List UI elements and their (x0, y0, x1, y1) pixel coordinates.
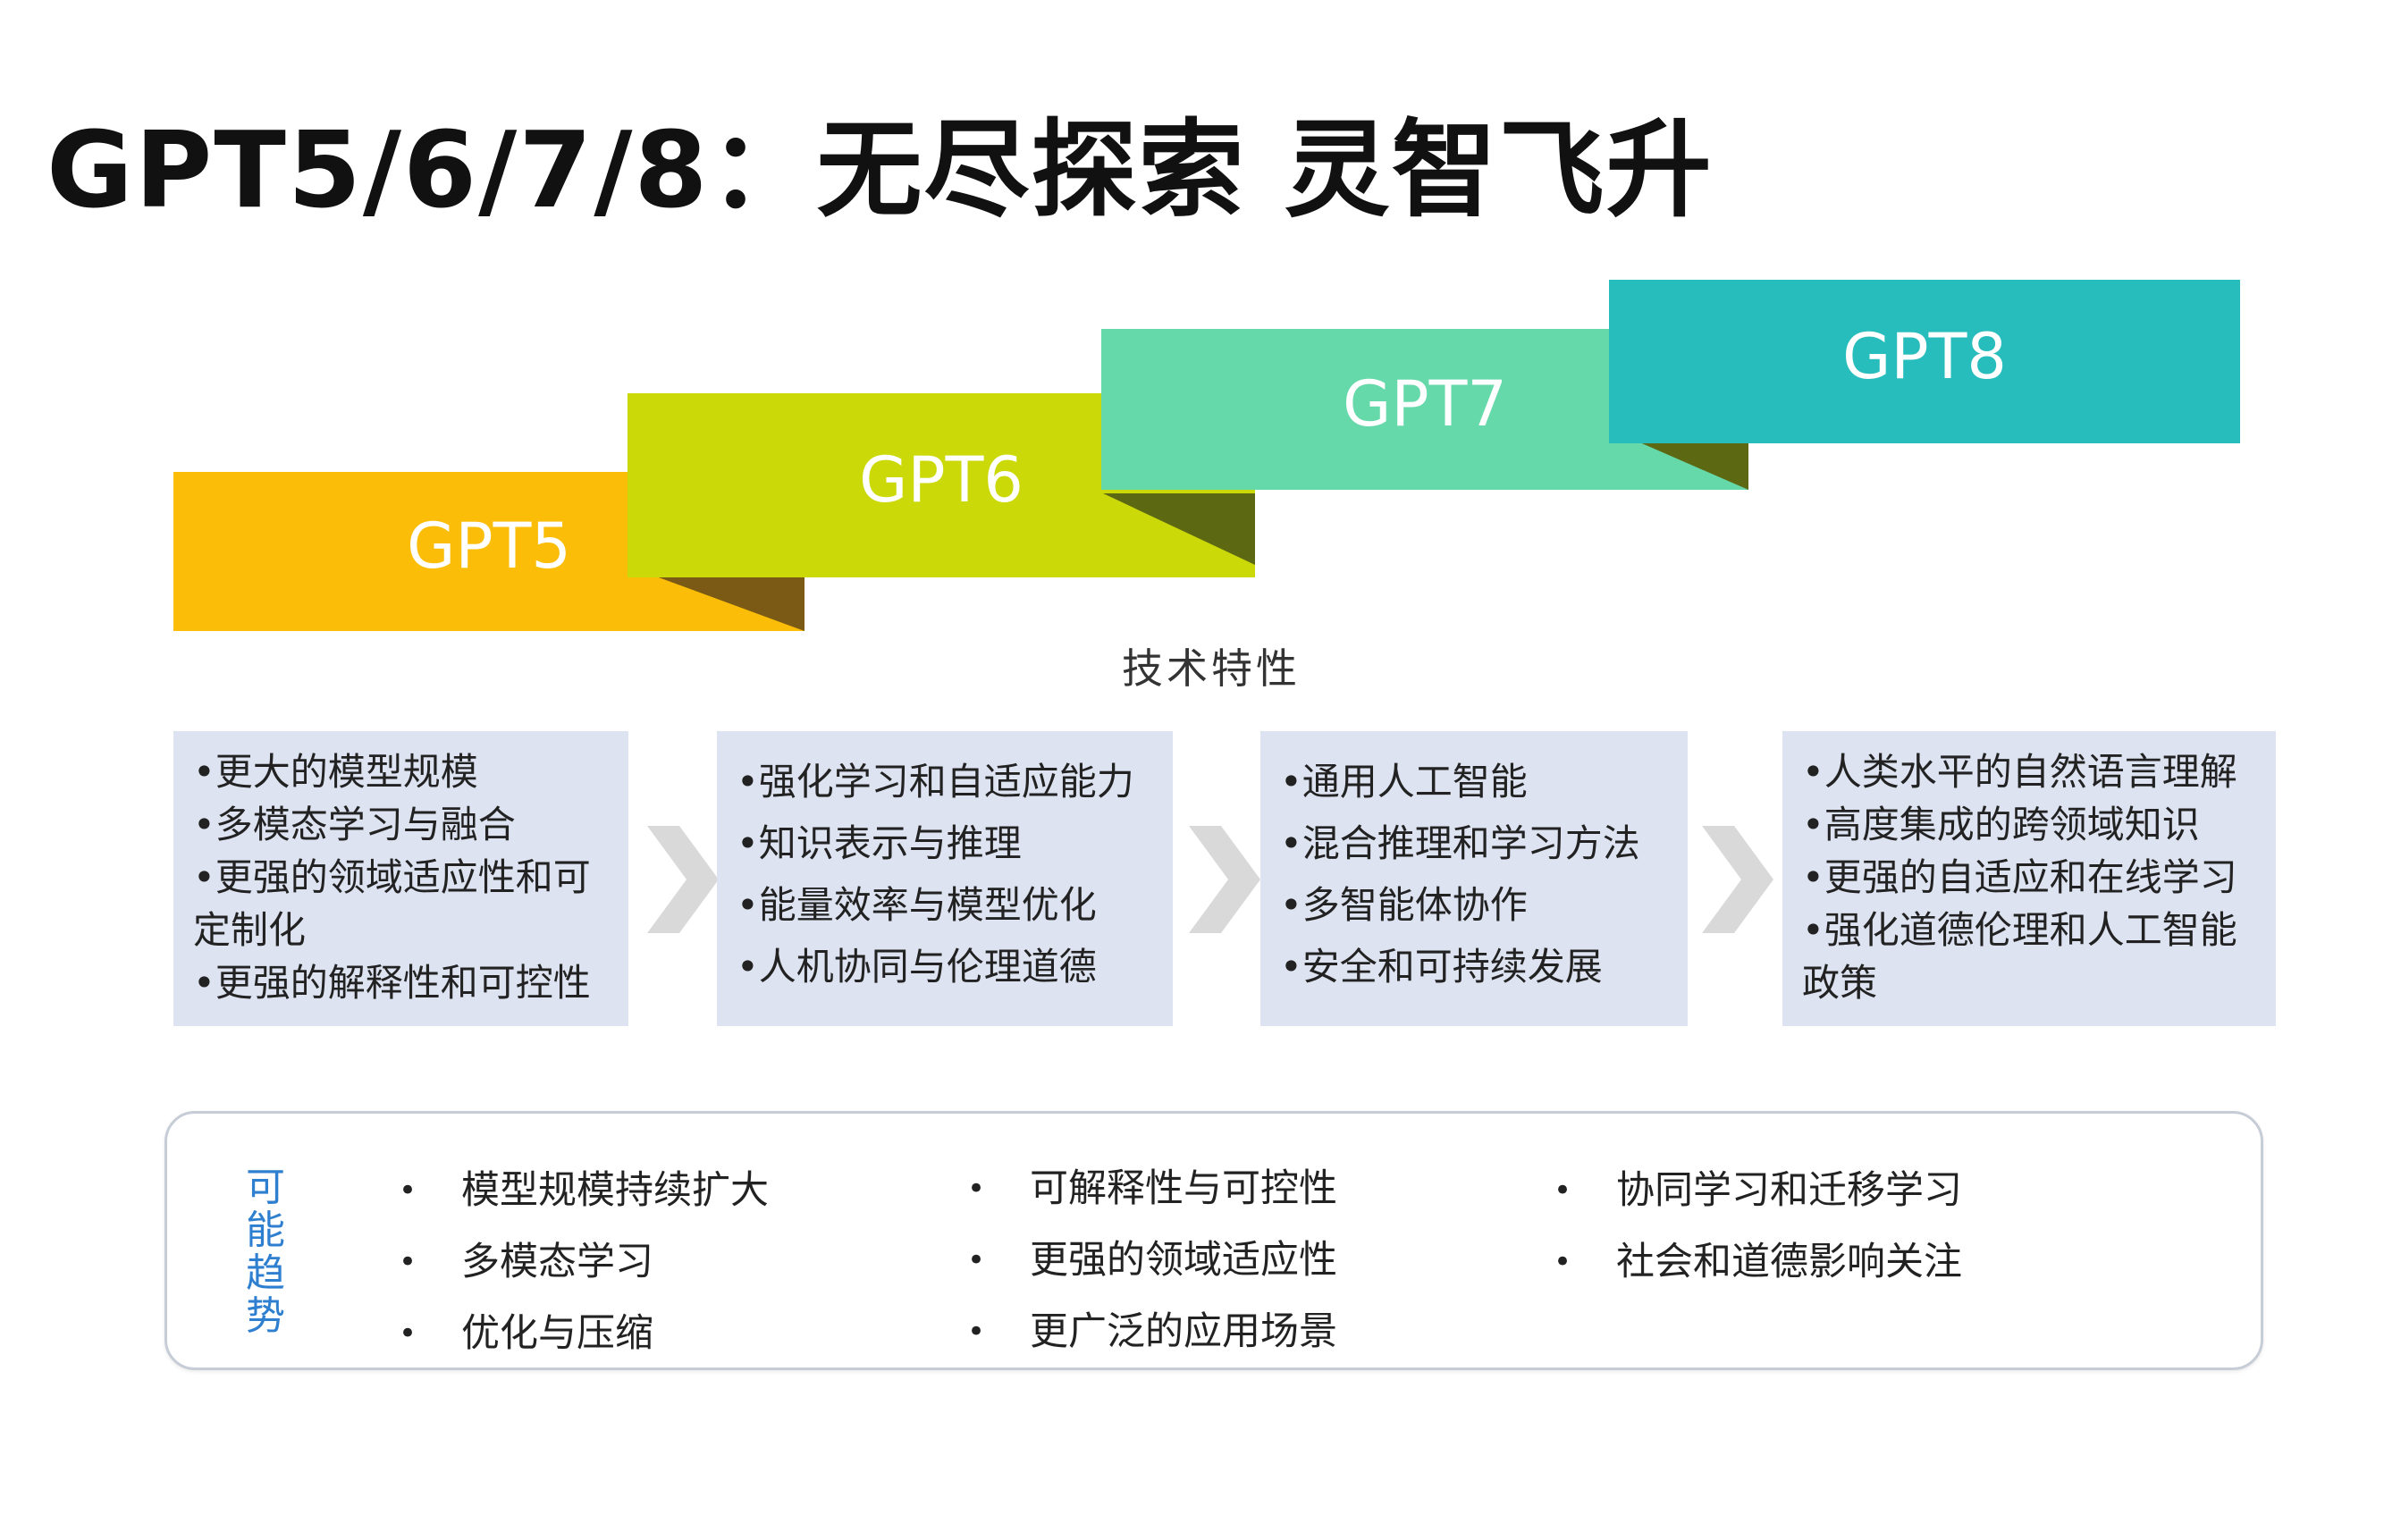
feature-item: •更大的模型规模 (193, 750, 478, 794)
feature-item: •人类水平的自然语言理解 (1802, 750, 2237, 794)
trends-column-2: • 可解释性与可控性 • 更强的领域适应性 • 更广泛的应用场景 (967, 1153, 1337, 1367)
trend-text: 模型规模持续扩大 (461, 1168, 769, 1213)
bullet: • (399, 1244, 417, 1280)
ribbon-fold (629, 567, 804, 631)
bullet: • (967, 1242, 986, 1278)
feature-item: •知识表示与推理 (737, 821, 1022, 865)
feature-item: •能量效率与模型优化 (737, 883, 1097, 927)
feature-box-gpt5: •更大的模型规模 •多模态学习与融合 •更强的领域适应性和可 定制化 •更强的解… (173, 731, 628, 1026)
feature-item: •人机协同与伦理道德 (737, 945, 1097, 989)
trend-text: 更强的领域适应性 (1030, 1238, 1337, 1283)
feature-item: 政策 (1802, 961, 1878, 1005)
feature-item: •通用人工智能 (1280, 760, 1528, 804)
trend-item: • 社会和道德影响关注 (1554, 1226, 1962, 1298)
feature-item: 定制化 (193, 908, 307, 952)
section-label: 技术特性 (1122, 644, 1301, 693)
ribbon-fold (1103, 493, 1255, 565)
stage-label: GPT5 (407, 509, 571, 583)
feature-box-gpt7: •通用人工智能 •混合推理和学习方法 •多智能体协作 •安全和可持续发展 (1260, 731, 1688, 1026)
trend-text: 协同学习和迁移学习 (1616, 1168, 1962, 1213)
trends-column-3: • 协同学习和迁移学习 • 社会和道德影响关注 (1554, 1155, 1962, 1298)
feature-item: •混合推理和学习方法 (1280, 821, 1640, 865)
feature-item: •高度集成的跨领域知识 (1802, 803, 2200, 846)
trends-label: 可能趋势 (246, 1165, 285, 1339)
trend-text: 优化与压缩 (461, 1311, 653, 1356)
bullet: • (967, 1314, 986, 1350)
bullet: • (399, 1173, 417, 1208)
trends-panel (164, 1111, 2263, 1370)
trend-item: • 多模态学习 (399, 1226, 769, 1298)
bullet: • (967, 1171, 986, 1207)
feature-item: •安全和可持续发展 (1280, 945, 1603, 989)
feature-item: •更强的自适应和在线学习 (1802, 855, 2237, 899)
ribbon-fold (1609, 429, 1748, 490)
stage-label: GPT7 (1343, 367, 1507, 441)
feature-box-gpt6: •强化学习和自适应能力 •知识表示与推理 •能量效率与模型优化 •人机协同与伦理… (717, 731, 1173, 1026)
feature-item: •更强的领域适应性和可 (193, 855, 591, 899)
feature-item: •多智能体协作 (1280, 883, 1528, 927)
feature-box-gpt8: •人类水平的自然语言理解 •高度集成的跨领域知识 •更强的自适应和在线学习 •强… (1782, 731, 2276, 1026)
feature-item: •强化学习和自适应能力 (737, 760, 1134, 804)
trend-text: 可解释性与可控性 (1030, 1166, 1337, 1211)
trend-item: • 更强的领域适应性 (967, 1224, 1337, 1296)
stage-label: GPT6 (859, 443, 1024, 517)
stage-label: GPT8 (1842, 319, 2007, 393)
feature-item: •更强的解释性和可控性 (193, 961, 591, 1005)
trend-item: • 优化与压缩 (399, 1298, 769, 1369)
chevron-right-icon (1702, 826, 1773, 933)
trend-item: • 模型规模持续扩大 (399, 1155, 769, 1226)
bullet: • (1554, 1173, 1572, 1208)
chevron-right-icon (647, 826, 719, 933)
feature-item: •强化道德伦理和人工智能 (1802, 908, 2237, 952)
trend-item: • 可解释性与可控性 (967, 1153, 1337, 1224)
trend-text: 更广泛的应用场景 (1030, 1309, 1337, 1354)
bullet: • (1554, 1244, 1572, 1280)
trend-text: 多模态学习 (461, 1240, 653, 1284)
chevron-right-icon (1189, 826, 1260, 933)
trend-item: • 更广泛的应用场景 (967, 1296, 1337, 1367)
trend-item: • 协同学习和迁移学习 (1554, 1155, 1962, 1226)
trend-text: 社会和道德影响关注 (1616, 1240, 1962, 1284)
trends-column-1: • 模型规模持续扩大 • 多模态学习 • 优化与压缩 (399, 1155, 769, 1369)
page-title: GPT5/6/7/8：无尽探索 灵智飞升 (46, 108, 1714, 231)
bullet: • (399, 1316, 417, 1351)
stage-ribbon-gpt8: GPT8 (1609, 280, 2240, 443)
feature-item: •多模态学习与融合 (193, 803, 516, 846)
